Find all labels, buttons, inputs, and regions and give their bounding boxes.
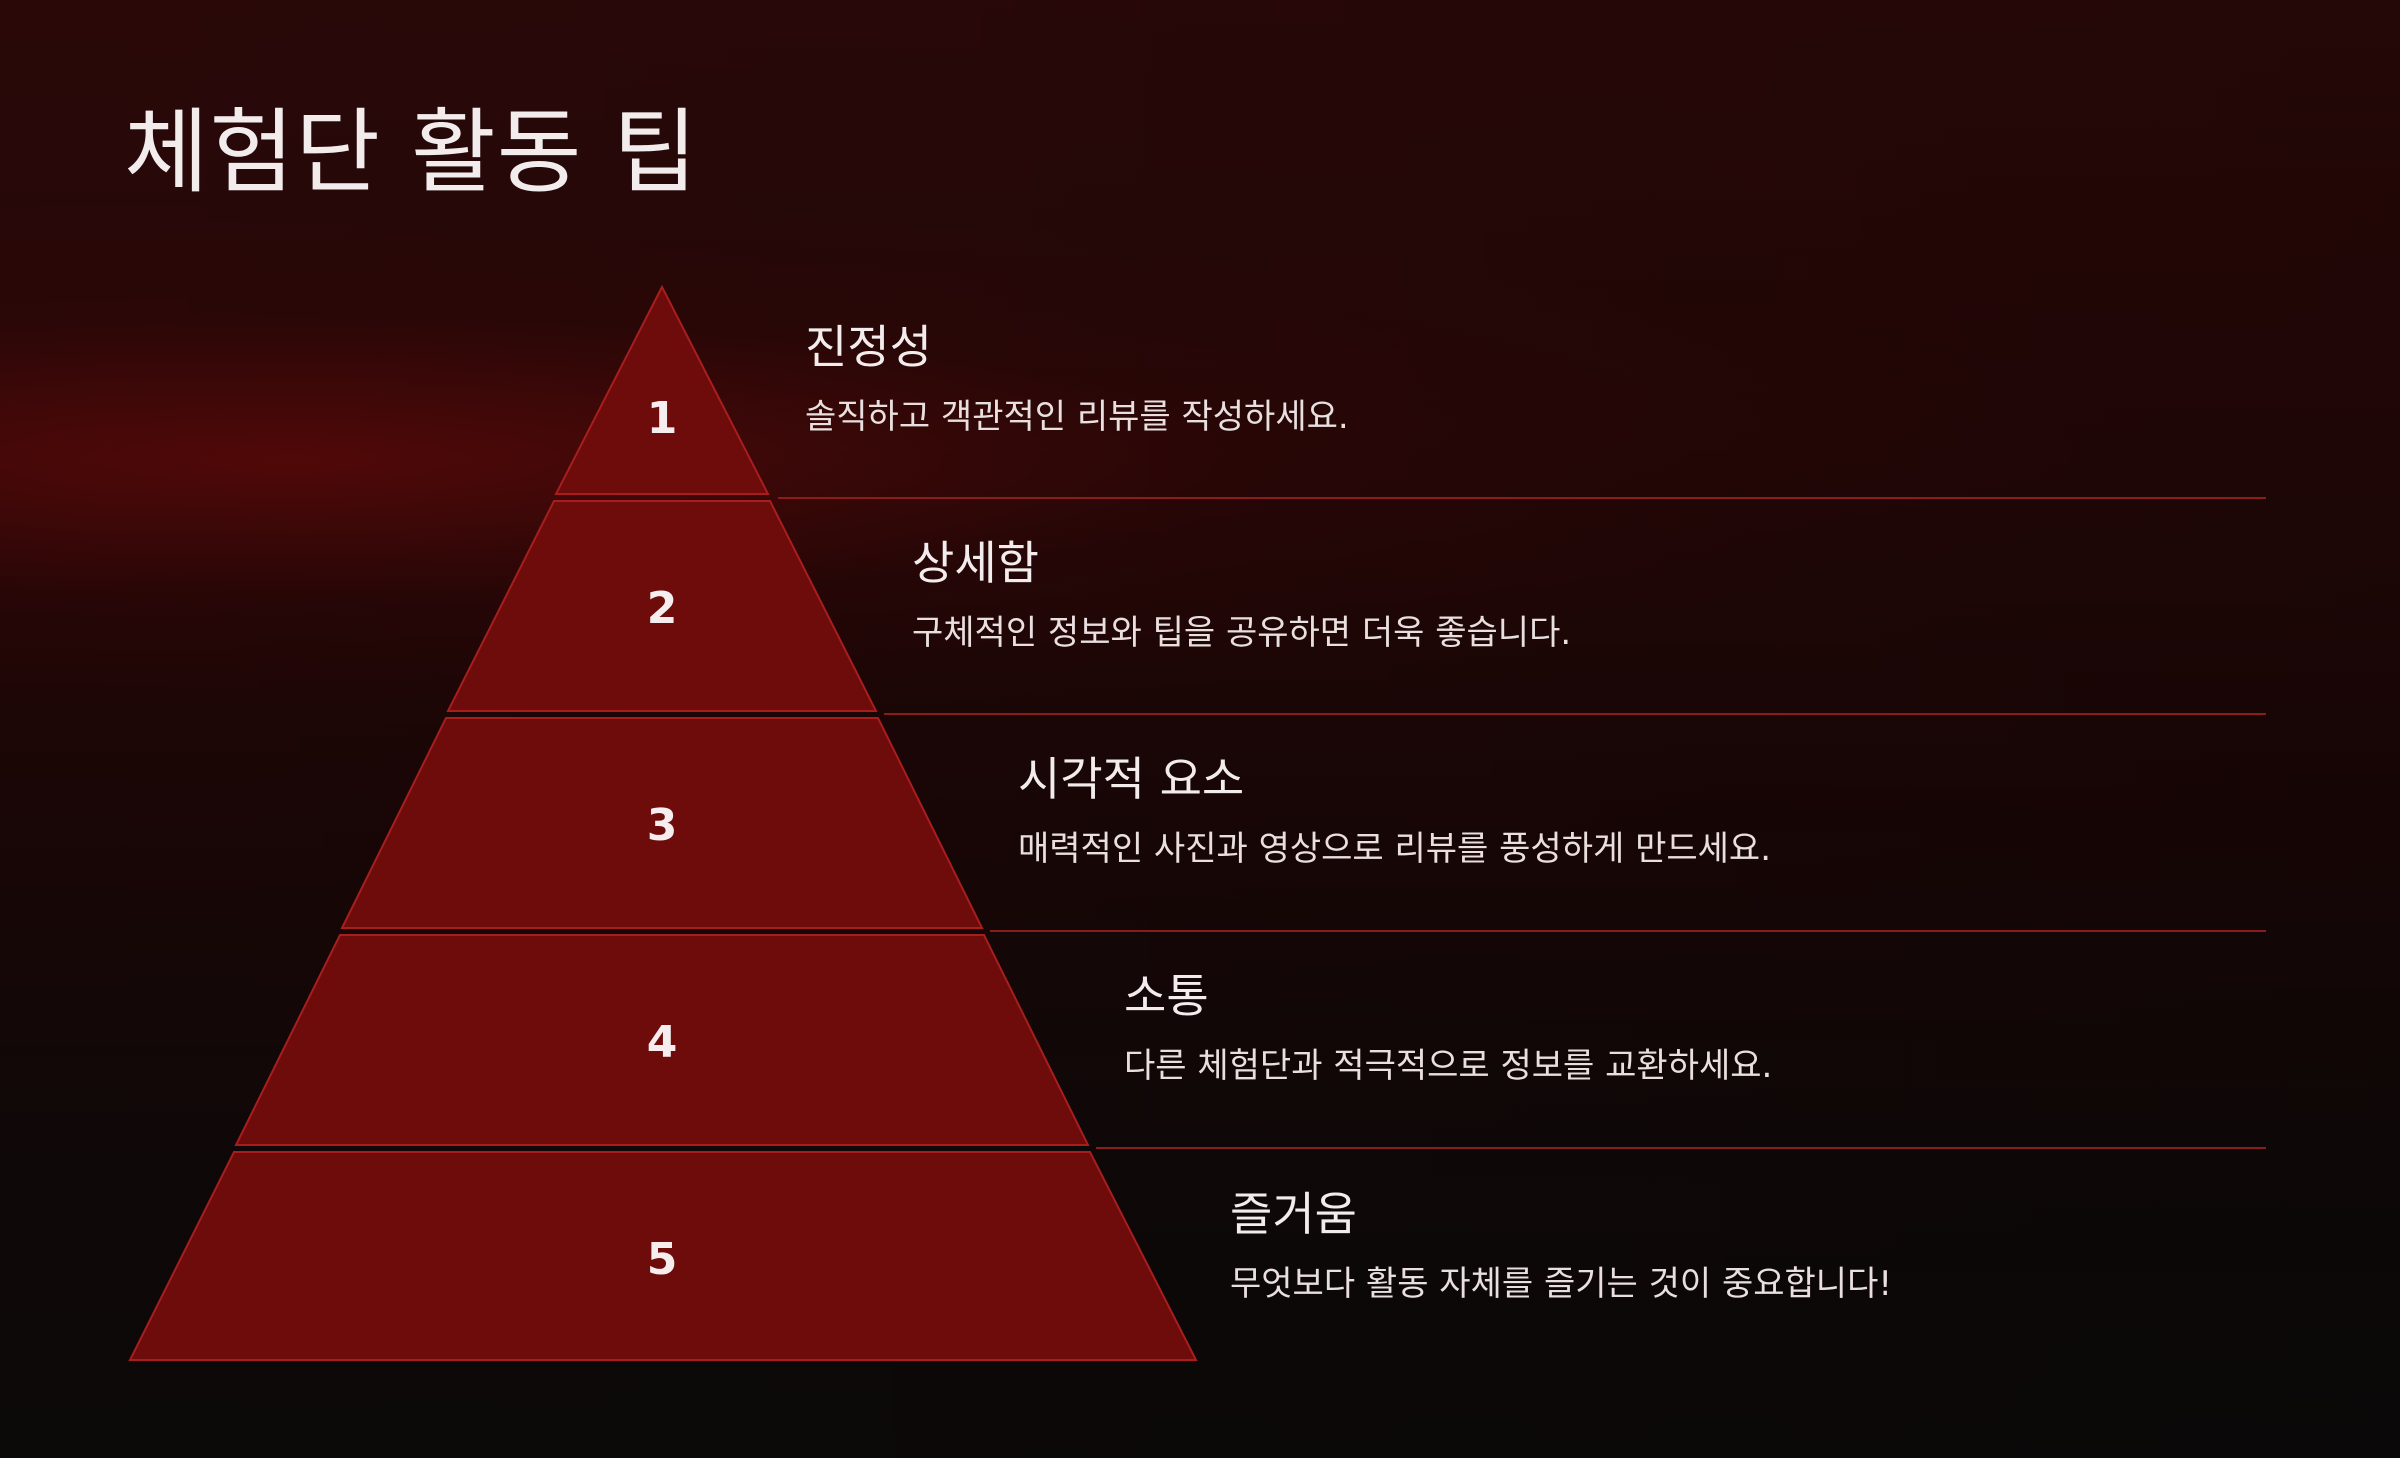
- tip-communication: 소통 다른 체험단과 적극적으로 정보를 교환하세요.: [1124, 969, 1772, 1087]
- tip-3-description: 매력적인 사진과 영상으로 리뷰를 풍성하게 만드세요.: [1018, 829, 1772, 870]
- tip-detail: 상세함 구체적인 정보와 팁을 공유하면 더욱 좋습니다.: [912, 536, 1571, 654]
- tip-3-heading: 시각적 요소: [1018, 752, 1245, 806]
- tier-4-number: 4: [647, 1017, 678, 1068]
- pyramid-tier-5: [128, 1151, 1198, 1361]
- pyramid-tier-3: [340, 717, 984, 929]
- tip-2-heading: 상세함: [912, 536, 1039, 590]
- tip-1-description: 솔직하고 객관적인 리뷰를 작성하세요.: [805, 397, 1349, 438]
- tip-4-heading: 소통: [1124, 969, 1209, 1023]
- tip-4-description: 다른 체험단과 적극적으로 정보를 교환하세요.: [1124, 1046, 1773, 1087]
- tip-2-description: 구체적인 정보와 팁을 공유하면 더욱 좋습니다.: [912, 613, 1572, 654]
- pyramid-tier-4: [234, 934, 1090, 1146]
- tip-5-heading: 즐거움: [1230, 1187, 1357, 1241]
- tier-5-number: 5: [647, 1234, 678, 1285]
- tip-authenticity: 진정성 솔직하고 객관적인 리뷰를 작성하세요.: [805, 320, 1349, 438]
- tier-3-number: 3: [647, 800, 678, 851]
- pyramid-tier-2: [446, 500, 878, 712]
- slide-title: 체험단 활동 팁: [124, 99, 699, 206]
- tip-visual-elements: 시각적 요소 매력적인 사진과 영상으로 리뷰를 풍성하게 만드세요.: [1018, 752, 1771, 870]
- tier-1-number: 1: [647, 393, 678, 444]
- pyramid-tier-1: [554, 284, 770, 495]
- tip-enjoyment: 즐거움 무엇보다 활동 자체를 즐기는 것이 중요합니다!: [1230, 1187, 1892, 1305]
- tier-2-number: 2: [647, 583, 678, 634]
- tip-1-heading: 진정성: [805, 320, 932, 374]
- tip-5-description: 무엇보다 활동 자체를 즐기는 것이 중요합니다!: [1230, 1264, 1892, 1305]
